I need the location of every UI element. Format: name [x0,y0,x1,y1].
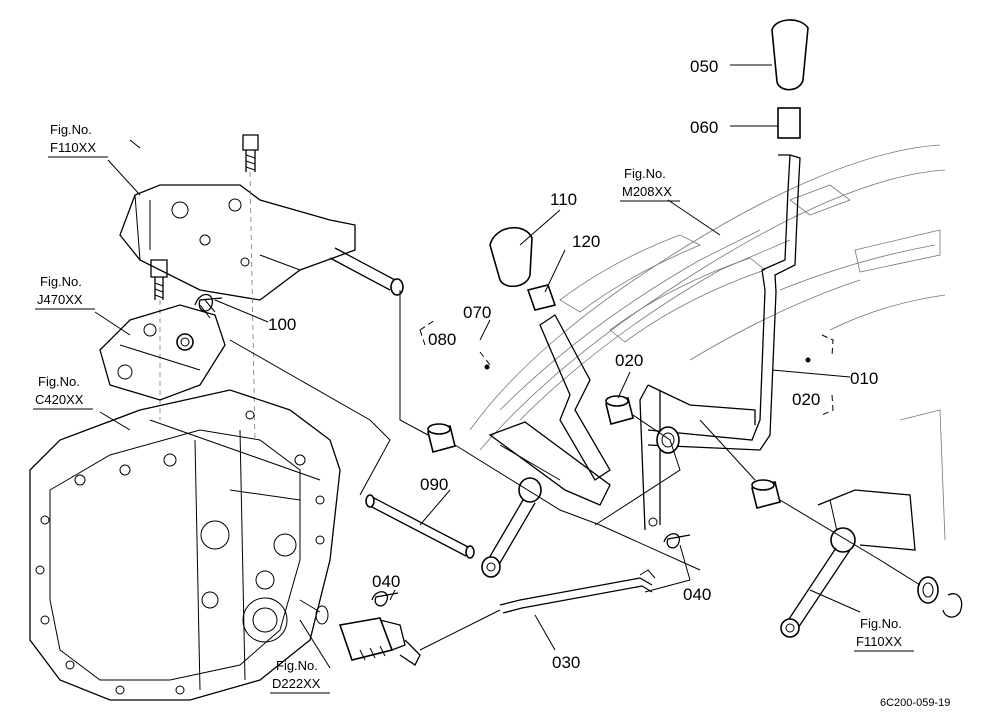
leader-lines [94,64,861,669]
figref-m208-label: Fig.No. [624,166,666,181]
callout-120: 120 [572,232,600,251]
valve-body [99,299,226,401]
rod-090 [365,494,475,559]
callout-070: 070 [463,303,491,322]
callout-020-lower: 020 [792,390,820,409]
bushing-080 [427,423,456,453]
callout-110: 110 [550,190,577,209]
callout-080: 080 [428,330,456,349]
figref-f110-bottom-code: F110XX [856,634,902,649]
sub-shift-lever [481,226,611,578]
right-lower-arm [780,489,963,638]
rod-030 [499,569,656,614]
figref-c420-code: C420XX [35,392,84,407]
figref-j470-label: Fig.No. [40,274,82,289]
shift-shaft-assembly [315,605,421,666]
main-shift-lever [639,19,809,531]
figref-f110-bottom-label: Fig.No. [860,616,902,631]
figure-id: 6C200-059-19 [880,697,950,709]
bushing-020-upper [605,395,634,425]
group-brackets [419,319,834,416]
callout-labels: 050 060 110 120 100 070 080 020 010 020 … [268,57,878,672]
figref-j470-code: J470XX [37,292,83,307]
figref-d222-label: Fig.No. [276,658,318,673]
callout-090: 090 [420,475,448,494]
figure-references: Fig.No. F110XX Fig.No. M208XX Fig.No. J4… [33,122,914,694]
callout-010: 010 [850,369,878,388]
assembly-lines [229,290,921,651]
bolt-top [242,134,259,441]
transmission-case [29,389,341,701]
figref-c420-label: Fig.No. [38,374,80,389]
figref-f110-top-code: F110XX [50,140,96,155]
figref-f110-top-label: Fig.No. [50,122,92,137]
bushing-020-lower [751,479,781,509]
callout-040-left: 040 [372,572,400,591]
callout-020-upper: 020 [615,351,643,370]
callout-050: 050 [690,57,718,76]
callout-100: 100 [268,315,296,334]
figref-m208-code: M208XX [622,184,672,199]
callout-060: 060 [690,118,718,137]
callout-030: 030 [552,653,580,672]
figref-d222-code: D222XX [272,676,321,691]
snap-pin-040-right [663,533,691,549]
snap-pin-100 [194,293,223,312]
bolt-mid [150,259,168,420]
fender-panel [469,144,946,541]
snap-pin-040-left [371,591,399,607]
callout-040-right: 040 [683,585,711,604]
